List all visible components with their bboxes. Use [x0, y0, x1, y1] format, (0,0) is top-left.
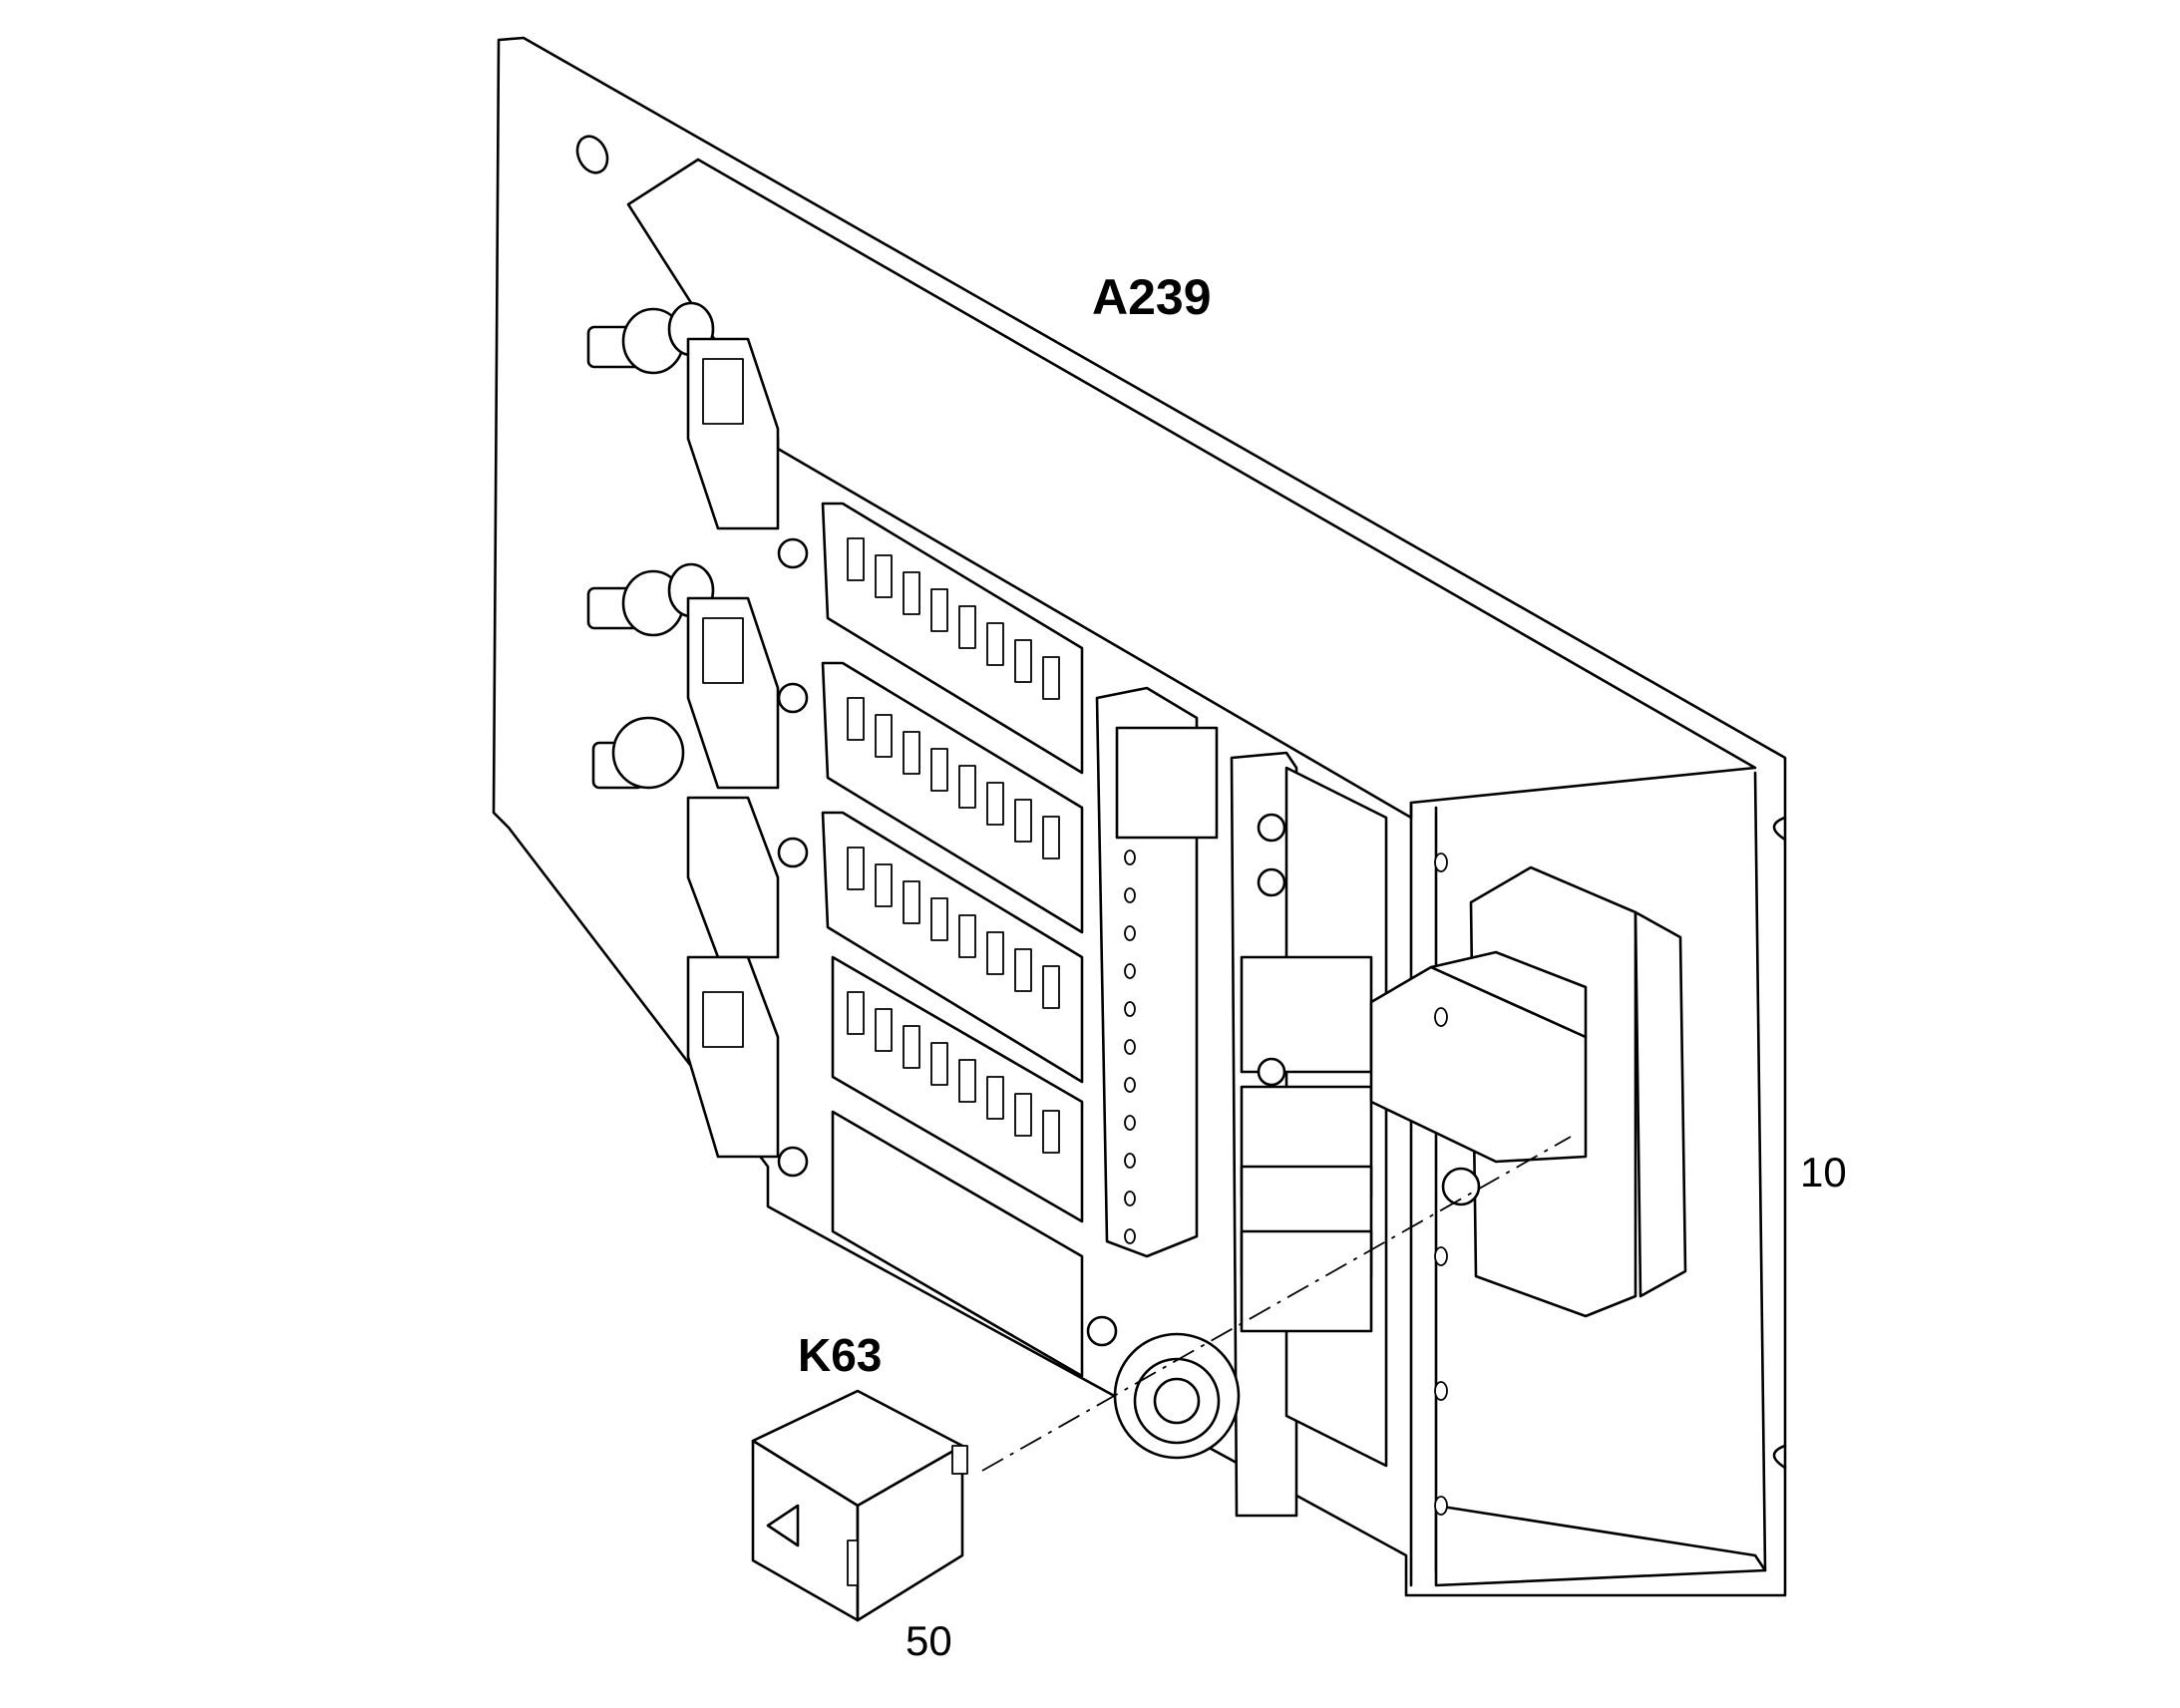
fuse-slot — [903, 1025, 920, 1069]
rail-hole — [1124, 925, 1136, 941]
rail-hole — [1124, 963, 1136, 979]
rail-hole — [1124, 1228, 1136, 1244]
fuse-slot — [875, 1008, 893, 1052]
screw-icon — [777, 682, 809, 714]
fuse-slot — [847, 991, 865, 1035]
fuse-slot — [847, 537, 865, 581]
assembly-label: A239 — [1092, 269, 1212, 325]
relay-stack — [1230, 751, 1388, 1518]
fuse-slot — [1042, 965, 1060, 1009]
panel-screws — [777, 537, 1118, 1347]
rail-hole — [1124, 1115, 1136, 1131]
relay-k63 — [751, 1389, 968, 1622]
terminal-stud-icon — [586, 562, 715, 637]
fuse-slot — [958, 1059, 976, 1103]
relay-label: K63 — [798, 1329, 882, 1381]
fuse-slot — [986, 622, 1004, 666]
fuse-slot — [903, 731, 920, 775]
item-number-panel: 10 — [1800, 1149, 1847, 1196]
fuse-slot — [1042, 816, 1060, 859]
fuse-slot — [958, 765, 976, 809]
rail-hole — [1124, 1001, 1136, 1017]
screw-icon — [777, 537, 809, 569]
terminal-studs — [586, 301, 715, 790]
fuse-slot — [875, 863, 893, 907]
rail-hole — [1124, 1039, 1136, 1055]
rail-hole — [1124, 1077, 1136, 1093]
fuse-slot — [930, 588, 948, 632]
fuse-slot — [958, 605, 976, 649]
fuse-slot — [986, 931, 1004, 975]
fuse-slot — [1014, 799, 1032, 843]
fuse-blocks — [821, 502, 1084, 1378]
vertical-rail — [1095, 686, 1219, 1258]
screw-icon — [777, 1146, 809, 1178]
rail-hole — [1124, 1153, 1136, 1169]
fuse-slot — [958, 914, 976, 958]
fuse-slot — [986, 1076, 1004, 1120]
fuse-slot — [1042, 1110, 1060, 1154]
item-number-relay: 50 — [906, 1617, 952, 1664]
fuse-slot — [1014, 639, 1032, 683]
fuse-slot — [847, 697, 865, 741]
screw-icon — [777, 837, 809, 868]
terminal-stud-icon — [591, 716, 685, 790]
screw-icon — [1086, 1315, 1118, 1347]
fuse-slot — [1014, 1093, 1032, 1137]
fuse-slot — [903, 571, 920, 615]
terminal-stud-icon — [586, 301, 715, 375]
bottom-side-plate — [1434, 1504, 1767, 1587]
warning-triangle-icon — [766, 1504, 800, 1547]
fuse-slot — [930, 897, 948, 941]
fuse-slot — [930, 748, 948, 792]
fuse-slot — [875, 714, 893, 758]
fuse-slot — [847, 847, 865, 890]
rail-hole — [1124, 887, 1136, 903]
fuse-slot — [1014, 948, 1032, 992]
fuse-slot — [986, 782, 1004, 826]
fuse-slot — [1042, 656, 1060, 700]
side-panel-holes — [1434, 853, 1448, 1516]
large-relay-assembly — [1369, 865, 1687, 1318]
left-connector-clips — [686, 337, 780, 1159]
grommet — [1113, 1332, 1241, 1460]
rail-hole — [1124, 850, 1136, 865]
rail-hole — [1124, 1191, 1136, 1206]
fuse-slot — [875, 554, 893, 598]
fuse-slot — [930, 1042, 948, 1086]
fuse-slot — [903, 880, 920, 924]
